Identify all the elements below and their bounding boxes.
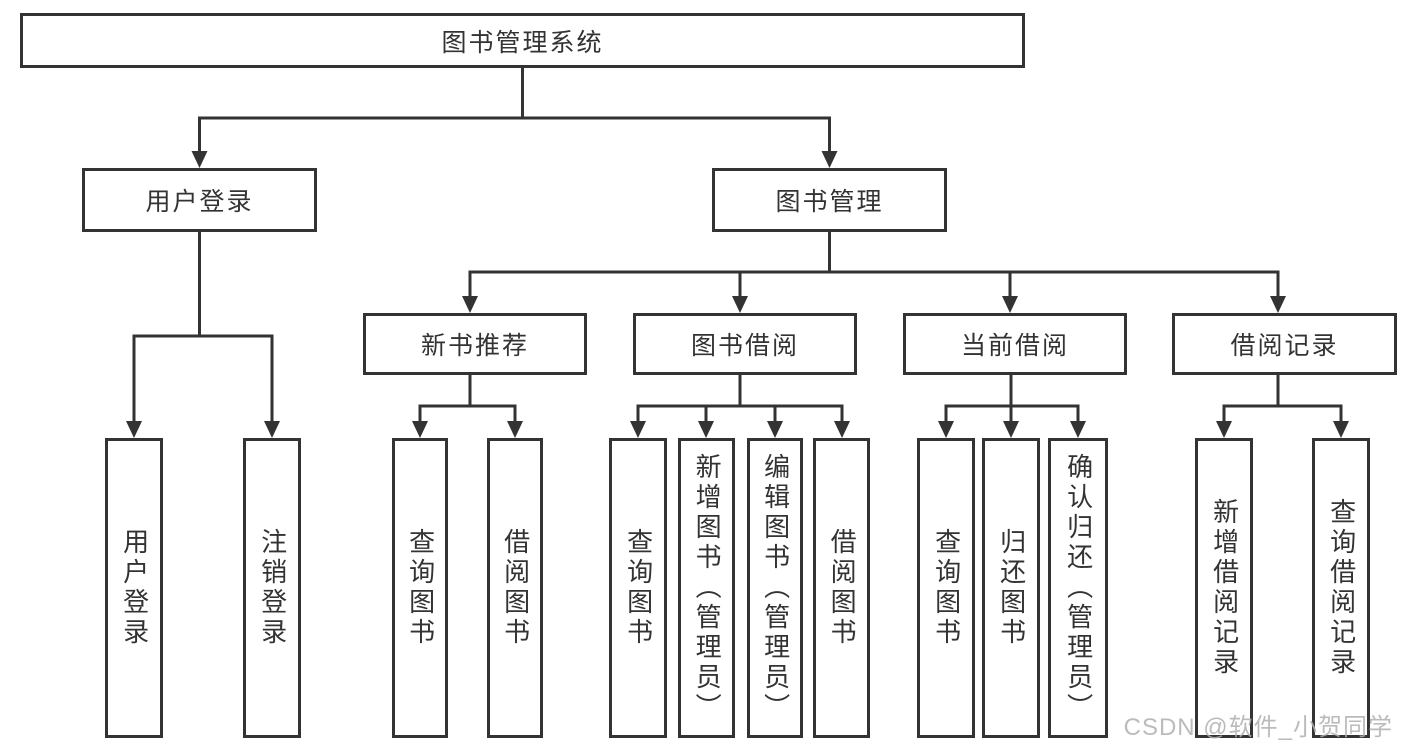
node-label: 查询图书 (405, 528, 436, 648)
leaf-confirm-return-admin: 确认归还（管理员） (1048, 438, 1108, 738)
leaf-query-books-borrow: 查询图书 (609, 438, 667, 738)
node-label: 归还图书 (996, 528, 1027, 648)
csdn-watermark: CSDN @软件_小贺同学 (1123, 714, 1393, 741)
node-book-management: 图书管理 (712, 168, 947, 232)
leaf-add-books-admin: 新增图书（管理员） (678, 438, 735, 738)
node-label: 借阅图书 (827, 528, 858, 648)
leaf-user-login: 用户登录 (105, 438, 163, 738)
node-label: 新增图书（管理员） (692, 453, 723, 723)
node-label: 图书借阅 (690, 332, 799, 360)
leaf-logout: 注销登录 (243, 438, 301, 738)
leaf-borrow-books-recommend: 借阅图书 (487, 438, 543, 738)
node-label: 查询借阅记录 (1326, 498, 1357, 678)
leaf-query-borrow-record: 查询借阅记录 (1312, 438, 1370, 738)
node-label: 新增借阅记录 (1209, 498, 1240, 678)
node-label: 借阅记录 (1230, 332, 1339, 360)
node-label: 用户登录 (145, 188, 254, 216)
leaf-add-borrow-record: 新增借阅记录 (1195, 438, 1253, 738)
node-label: 编辑图书（管理员） (760, 453, 791, 723)
node-borrowing-records: 借阅记录 (1172, 313, 1397, 375)
node-label: 当前借阅 (960, 332, 1069, 360)
node-library-management-system: 图书管理系统 (20, 13, 1025, 68)
node-label: 查询图书 (623, 528, 654, 648)
leaf-return-books: 归还图书 (982, 438, 1040, 738)
node-label: 新书推荐 (420, 332, 529, 360)
node-label: 确认归还（管理员） (1063, 453, 1094, 723)
leaf-borrow-books: 借阅图书 (813, 438, 870, 738)
node-label: 注销登录 (257, 528, 288, 648)
arrowheads (126, 151, 1349, 438)
leaf-query-books-current: 查询图书 (917, 438, 975, 738)
node-label: 用户登录 (119, 528, 150, 648)
node-user-login: 用户登录 (82, 168, 317, 232)
node-label: 图书管理 (775, 188, 884, 216)
leaf-query-books-recommend: 查询图书 (392, 438, 448, 738)
leaf-edit-books-admin: 编辑图书（管理员） (747, 438, 803, 738)
node-label: 借阅图书 (500, 528, 531, 648)
node-new-book-recommendation: 新书推荐 (363, 313, 587, 375)
node-current-borrowing: 当前借阅 (903, 313, 1127, 375)
node-book-borrowing: 图书借阅 (633, 313, 857, 375)
node-label: 查询图书 (931, 528, 962, 648)
node-label: 图书管理系统 (441, 28, 604, 57)
